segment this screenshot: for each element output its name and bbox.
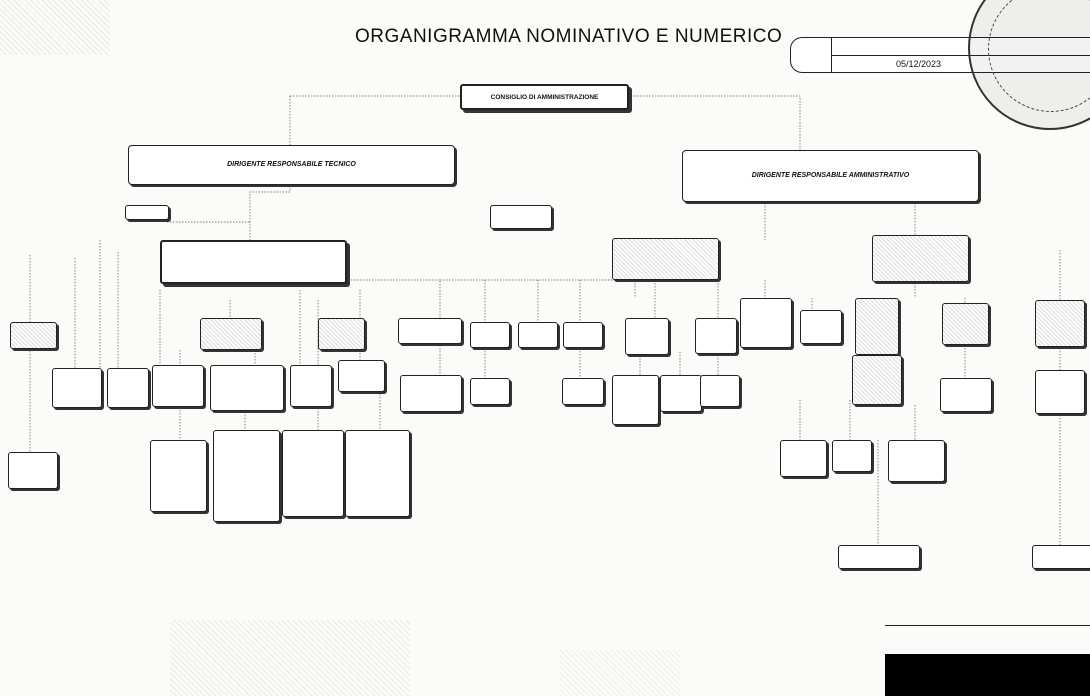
- stamp-inner-ring: [988, 0, 1090, 112]
- node-rup: [160, 240, 347, 284]
- administrative-director-box: DIRIGENTE RESPONSABILE AMMINISTRATIVO: [682, 150, 979, 202]
- node-assistente-b: [210, 365, 284, 411]
- node-coordinatore-depurazione: [200, 318, 262, 350]
- document-date: 05/12/2023: [896, 59, 942, 69]
- node-settore-acqua-b: [345, 430, 410, 517]
- node-sistemi-informativi: [800, 310, 842, 344]
- node-ufficio-contabilita-staff: [1035, 370, 1085, 414]
- node-recupero-crediti: [700, 375, 740, 407]
- node-settore-acqua-a: [282, 430, 344, 517]
- node-magazzino: [1032, 545, 1090, 569]
- board-of-directors-label: CONSIGLIO DI AMMINISTRAZIONE: [490, 93, 599, 101]
- node-coordinatore-fatturazione: [852, 355, 902, 405]
- node-laboratorio-staff: [400, 375, 462, 412]
- node-operatori-lettura: [838, 545, 920, 569]
- node-contabilita-magazzino: [1035, 300, 1085, 347]
- scan-noise: [170, 620, 410, 696]
- node-ufficio-contabilita: [940, 378, 992, 412]
- node-ufficio-personale: [563, 322, 603, 348]
- date-box-rule: [832, 55, 1090, 56]
- node-sportello-b: [832, 440, 872, 472]
- node-ufficio-tecnico-a: [52, 368, 102, 408]
- technical-director-title: DIRIGENTE RESPONSABILE TECNICO: [227, 161, 356, 168]
- node-settore-operativo: [8, 452, 58, 489]
- administrative-director-title: DIRIGENTE RESPONSABILE AMMINISTRATIVO: [751, 172, 910, 179]
- node-centralino: [660, 375, 702, 412]
- board-of-directors-box: CONSIGLIO DI AMMINISTRAZIONE: [460, 84, 629, 110]
- node-settore-depurazione-a: [150, 440, 207, 512]
- scan-noise: [560, 650, 680, 696]
- node-contabilita-generale: [942, 303, 989, 345]
- node-assistente-acqua: [290, 365, 332, 407]
- node-assistenti-acqua: [338, 360, 385, 392]
- node-fatturazione: [888, 440, 945, 482]
- date-box-separator: [831, 38, 832, 72]
- node-servizi-depurazione: [855, 298, 899, 355]
- legend-rule: [885, 625, 1090, 626]
- node-resp-legale: [612, 238, 719, 280]
- page-title: ORGANIGRAMMA NOMINATIVO E NUMERICO: [355, 26, 783, 47]
- node-ufficio-appalti: [518, 322, 558, 348]
- legend-black-block: [885, 654, 1090, 696]
- node-ufficio-legale: [695, 318, 737, 354]
- node-sportello-a: [780, 440, 827, 477]
- node-laboratorio: [398, 318, 462, 344]
- technical-director-box: DIRIGENTE RESPONSABILE TECNICO: [128, 145, 455, 185]
- legend: [885, 608, 1090, 696]
- node-resp-amministrativa: [872, 235, 969, 282]
- node-ufficio-acquisti-staff: [470, 378, 510, 405]
- node-settore-depurazione-b: [213, 430, 280, 522]
- node-gestione-trasporto: [490, 205, 552, 229]
- node-cartografia: [318, 318, 365, 350]
- node-ufficio-acquisti: [470, 322, 510, 348]
- node-ufficio-segreteria-staff: [612, 375, 659, 425]
- node-ufficio-segreteria: [625, 318, 669, 355]
- node-ufficio-tecnico-b: [107, 368, 149, 408]
- node-rspp: [125, 205, 169, 220]
- scan-noise: [0, 0, 110, 55]
- node-settore-impianti: [10, 322, 57, 349]
- node-ufficio-personale-staff: [562, 378, 604, 405]
- node-ufficio-sistemi: [740, 298, 792, 348]
- node-assistente-a: [152, 365, 204, 407]
